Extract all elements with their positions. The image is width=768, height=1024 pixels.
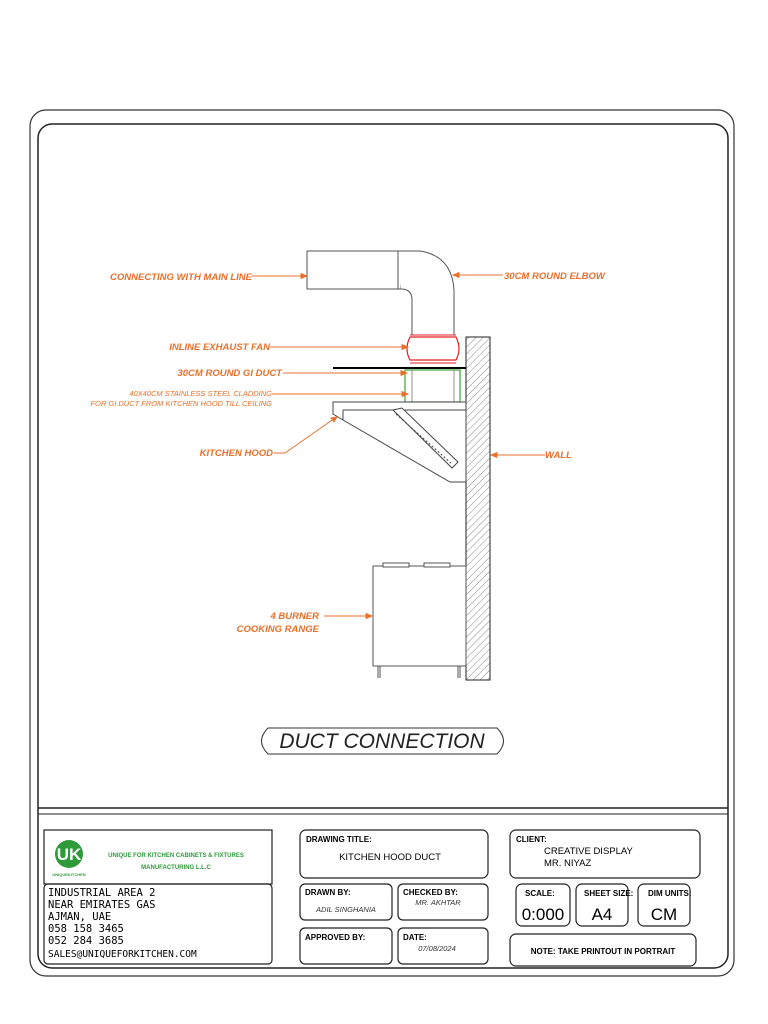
address-email: SALES@UNIQUEFORKITCHEN.COM — [48, 949, 197, 960]
drawn-by-cell: DRAWN BY: ADIL SINGHANIA — [299, 883, 393, 921]
address-1: INDUSTRIAL AREA 2 — [48, 887, 155, 899]
date-cell: DATE: 07/08/2024 — [397, 927, 489, 965]
label-main-line: CONNECTING WITH MAIN LINE — [110, 272, 253, 283]
svg-text:DRAWN BY:: DRAWN BY: — [305, 888, 351, 897]
svg-text:DRAWING TITLE:: DRAWING TITLE: — [306, 835, 372, 844]
svg-text:DIM UNITS:: DIM UNITS: — [648, 889, 692, 898]
drawing-title-tag: DUCT CONNECTION — [261, 727, 504, 755]
svg-text:CLIENT:: CLIENT: — [516, 835, 547, 844]
svg-text:UK: UK — [57, 845, 82, 864]
drawing-title-cell: DRAWING TITLE: KITCHEN HOOD DUCT — [299, 829, 489, 879]
svg-text:APPROVED BY:: APPROVED BY: — [305, 933, 365, 942]
gi-duct — [333, 367, 466, 403]
label-wall: WALL — [545, 450, 572, 461]
label-cladding-1: 40X40CM STAINLESS STEEL CLADDING — [129, 389, 272, 398]
company-name: UNIQUE FOR KITCHEN CABINETS & FIXTURES — [108, 853, 244, 859]
company-llc: MANUFACTURING L.L.C — [141, 865, 211, 871]
sheet-size-cell: SHEET SIZE: A4 — [575, 883, 633, 927]
svg-text:DATE:: DATE: — [403, 933, 427, 942]
label-hood: KITCHEN HOOD — [200, 448, 274, 459]
svg-text:0:000: 0:000 — [522, 905, 565, 924]
svg-text:MR. AKHTAR: MR. AKHTAR — [415, 898, 461, 907]
svg-text:CREATIVE DISPLAY: CREATIVE DISPLAY — [544, 846, 634, 857]
wall — [465, 336, 491, 681]
client-cell: CLIENT: CREATIVE DISPLAY MR. NIYAZ — [509, 829, 701, 879]
svg-text:SCALE:: SCALE: — [525, 889, 555, 898]
label-range-2: COOKING RANGE — [237, 624, 320, 635]
dim-units-cell: DIM UNITS: CM — [637, 883, 692, 927]
logo-caption: UNIQUEKITCHEN — [52, 872, 85, 877]
leader-lines — [252, 271, 545, 620]
label-fan: INLINE EXHAUST FAN — [169, 342, 271, 353]
round-elbow — [306, 250, 455, 336]
address-phone-1: 058 158 3465 — [48, 923, 124, 935]
scale-cell: SCALE: 0:000 — [515, 883, 571, 927]
cooking-range — [372, 562, 467, 678]
note-cell: NOTE: TAKE PRINTOUT IN PORTRAIT — [509, 933, 697, 967]
svg-text:NOTE: TAKE PRINTOUT IN PORTRAI: NOTE: TAKE PRINTOUT IN PORTRAIT — [531, 947, 676, 956]
label-gi-duct: 30CM ROUND GI DUCT — [177, 368, 283, 379]
svg-text:CHECKED BY:: CHECKED BY: — [403, 888, 458, 897]
inline-exhaust-fan — [406, 334, 460, 364]
svg-text:A4: A4 — [592, 905, 613, 924]
label-cladding-2: FOR GI DUCT FROM KITCHEN HOOD TILL CEILI… — [90, 399, 272, 408]
inner-border — [37, 123, 729, 969]
company-box: UK UNIQUEKITCHEN UNIQUE FOR KITCHEN CABI… — [43, 829, 273, 965]
label-elbow: 30CM ROUND ELBOW — [504, 271, 606, 282]
svg-text:KITCHEN HOOD DUCT: KITCHEN HOOD DUCT — [339, 852, 441, 863]
outer-border — [29, 109, 735, 977]
kitchen-hood — [332, 401, 467, 483]
checked-by-cell: CHECKED BY: MR. AKHTAR — [397, 883, 489, 921]
drawing-title: DUCT CONNECTION — [279, 730, 485, 753]
svg-text:MR. NIYAZ: MR. NIYAZ — [544, 858, 592, 869]
address-phone-2: 052 284 3685 — [48, 935, 124, 947]
svg-text:SHEET SIZE:: SHEET SIZE: — [584, 889, 633, 898]
svg-text:ADIL SINGHANIA: ADIL SINGHANIA — [315, 905, 376, 914]
label-range-1: 4 BURNER — [269, 611, 319, 622]
svg-text:CM: CM — [651, 905, 677, 924]
address-2: NEAR EMIRATES GAS — [48, 899, 155, 911]
svg-text:07/08/2024: 07/08/2024 — [418, 944, 456, 953]
company-logo: UK UNIQUEKITCHEN — [52, 840, 86, 877]
approved-by-cell: APPROVED BY: — [299, 927, 393, 965]
address-3: AJMAN, UAE — [48, 911, 111, 923]
